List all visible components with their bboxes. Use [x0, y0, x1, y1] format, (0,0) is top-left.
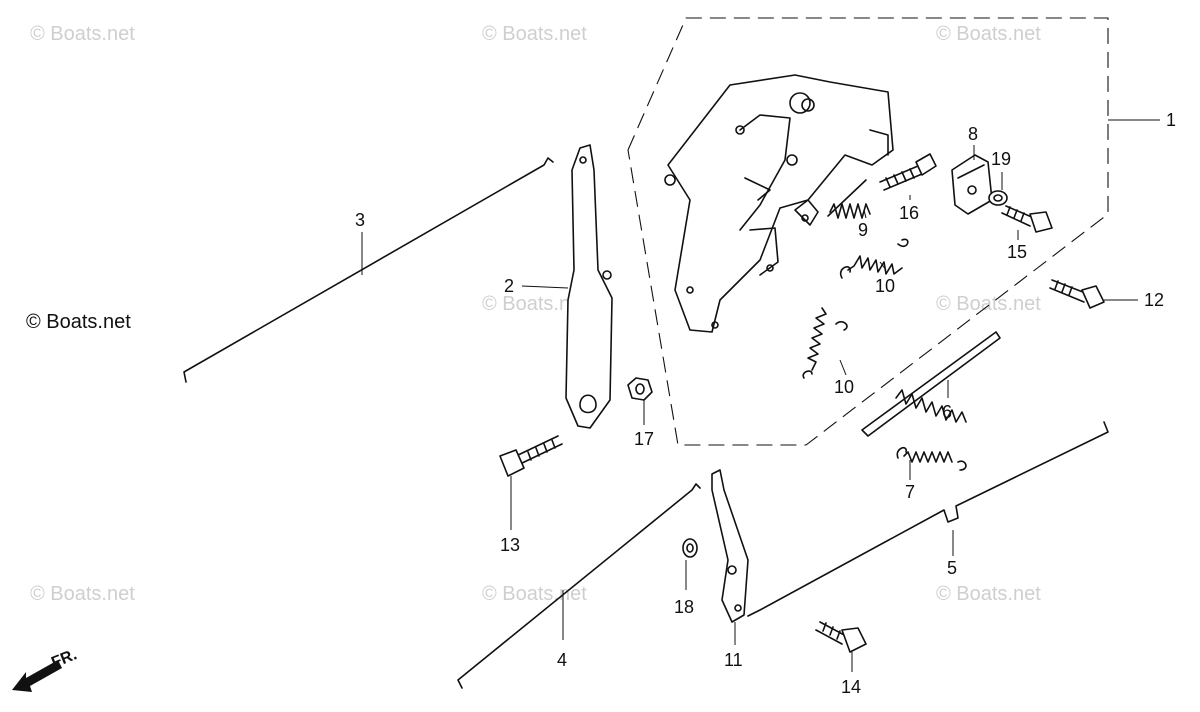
part-number-2: 2 — [504, 276, 514, 296]
part-number-8: 8 — [968, 124, 978, 144]
watermarks: © Boats.net © Boats.net © Boats.net © Bo… — [30, 23, 1041, 605]
part-number-13: 13 — [500, 535, 520, 555]
part-number-19: 19 — [991, 149, 1011, 169]
nut-17 — [627, 377, 653, 401]
part-number-10: 10 — [875, 276, 895, 296]
lever-2 — [565, 144, 613, 429]
spring-9 — [827, 179, 871, 219]
bolt-13 — [499, 435, 563, 477]
spring-7 — [896, 446, 967, 471]
rod-4 — [457, 483, 701, 689]
copyright-text: © Boats.net — [26, 311, 131, 333]
spring-6 — [861, 331, 1001, 437]
part-number-9: 9 — [858, 220, 868, 240]
part-number-17: 17 — [634, 429, 654, 449]
watermark: © Boats.net — [482, 293, 587, 315]
part-number-16: 16 — [899, 203, 919, 223]
lever-11 — [711, 469, 749, 623]
direction-label: FR. — [49, 646, 79, 671]
part-number-11: 11 — [724, 650, 743, 670]
part-number-6: 6 — [942, 402, 952, 422]
part-number-12: 12 — [1144, 290, 1164, 310]
washer-18 — [682, 538, 698, 558]
bolt-15 — [1001, 205, 1053, 233]
part-number-4: 4 — [557, 650, 567, 670]
watermark: © Boats.net — [936, 23, 1041, 45]
clamp-8 — [951, 154, 993, 215]
part-number-7: 7 — [905, 482, 915, 502]
watermark: © Boats.net — [30, 23, 135, 45]
part-number-5: 5 — [947, 558, 957, 578]
watermark: © Boats.net — [936, 583, 1041, 605]
washer-19 — [988, 190, 1008, 206]
bolt-14 — [815, 621, 867, 653]
spring-10-lower — [802, 307, 848, 379]
part-numbers: 1 2 3 4 5 6 7 8 9 10 10 11 12 13 14 15 1… — [355, 110, 1176, 697]
watermark: © Boats.net — [482, 583, 587, 605]
bolt-16 — [879, 153, 937, 191]
part-number-1: 1 — [1166, 110, 1176, 130]
leader-lines — [361, 119, 1160, 672]
part-number-18: 18 — [674, 597, 694, 617]
part-number-10: 10 — [834, 377, 854, 397]
watermark: © Boats.net — [30, 583, 135, 605]
spring-10-upper — [839, 238, 909, 279]
front-direction-indicator: FR. — [12, 646, 79, 692]
direction-arrow-icon — [12, 660, 62, 692]
watermark: © Boats.net — [482, 23, 587, 45]
part-number-3: 3 — [355, 210, 365, 230]
part-number-14: 14 — [841, 677, 861, 697]
rod-3 — [183, 157, 554, 383]
part-number-15: 15 — [1007, 242, 1027, 262]
control-base-plate — [664, 74, 894, 333]
watermark: © Boats.net — [936, 293, 1041, 315]
bolt-12 — [1049, 279, 1105, 309]
rod-5 — [747, 421, 1109, 617]
assembly-boundary — [627, 17, 1109, 446]
